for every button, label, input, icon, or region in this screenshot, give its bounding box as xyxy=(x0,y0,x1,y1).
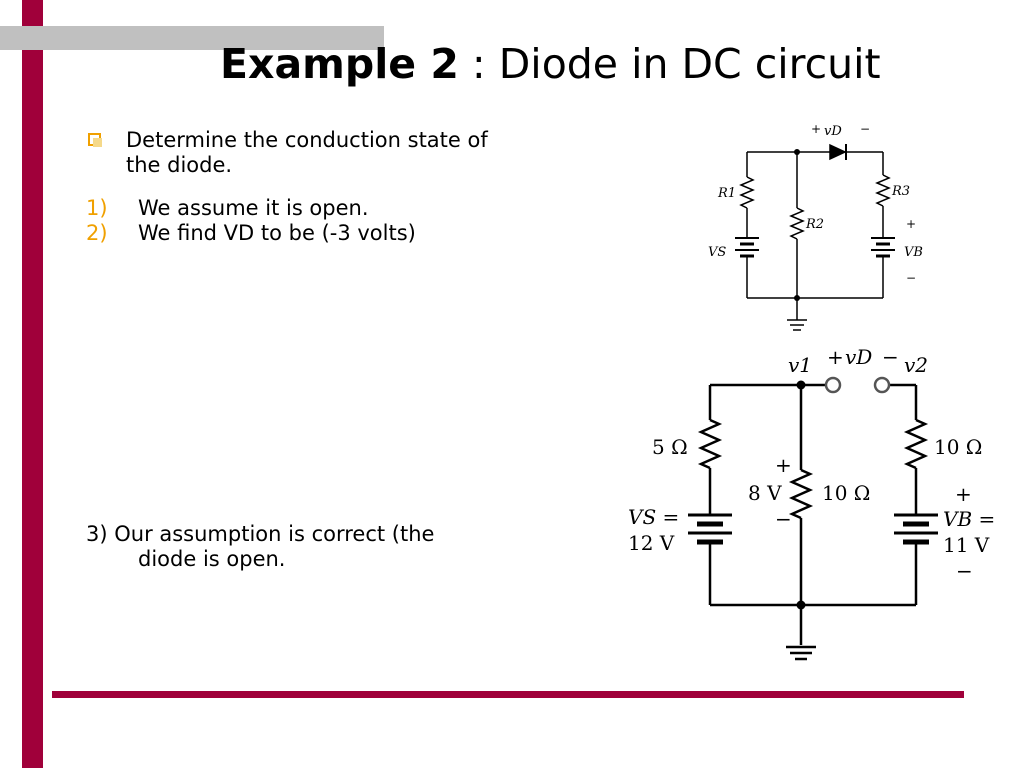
left-resistor-value: 5 Ω xyxy=(652,435,688,459)
vs-value: 12 V xyxy=(628,531,675,555)
top-vd-minus: − xyxy=(860,122,870,136)
right-resistor-value: 10 Ω xyxy=(934,435,982,459)
slide-content: Determine the conduction state of the di… xyxy=(86,128,586,246)
vb-value: 11 V xyxy=(943,533,990,557)
vb-label: VB = xyxy=(943,507,995,531)
step-number-2: 2) xyxy=(86,221,108,245)
mid-minus: − xyxy=(775,507,792,531)
step-text-1: We assume it is open. xyxy=(138,196,369,220)
step3-line-2: diode is open. xyxy=(138,547,286,571)
vb-minus: − xyxy=(956,559,973,583)
bullet-line-2: the diode. xyxy=(126,153,233,177)
top-vs-label: VS xyxy=(708,245,726,260)
mid-plus: + xyxy=(775,453,792,477)
bullet-item: Determine the conduction state of the di… xyxy=(86,128,586,178)
node-v2-label: v2 xyxy=(904,353,928,377)
vs-label: VS = xyxy=(628,505,679,529)
top-r3-label: R3 xyxy=(891,184,910,199)
bottom-vd-minus: − xyxy=(882,345,899,369)
top-gray-band xyxy=(0,26,384,50)
mid-voltage: 8 V xyxy=(748,481,782,505)
step3-line-1: 3) Our assumption is correct (the xyxy=(86,522,435,546)
vb-plus: + xyxy=(955,482,972,506)
top-vb-label: VB xyxy=(904,245,923,260)
bottom-vd-label: vD xyxy=(845,345,872,369)
step-number-1: 1) xyxy=(86,196,108,220)
top-r1-label: R1 xyxy=(717,186,736,201)
step-item-2: 2) We find VD to be (-3 volts) xyxy=(86,221,586,246)
mid-resistor-value: 10 Ω xyxy=(822,481,870,505)
step-3: 3) Our assumption is correct (the diode … xyxy=(86,522,546,572)
left-accent-bar xyxy=(22,0,43,768)
circuit-diagram-symbolic: + vD − R1 R2 R3 VS + VB − xyxy=(708,122,923,331)
title-rest: : Diode in DC circuit xyxy=(458,40,881,88)
step-text-2: We find VD to be (-3 volts) xyxy=(138,221,416,245)
title-bold: Example 2 xyxy=(220,40,459,88)
top-vb-minus: − xyxy=(906,271,916,285)
top-r2-label: R2 xyxy=(805,217,824,232)
slide-title: Example 2 : Diode in DC circuit xyxy=(220,40,980,88)
square-bullet-icon xyxy=(88,133,102,147)
top-vb-plus: + xyxy=(906,217,916,231)
node-v1-label: v1 xyxy=(788,353,812,377)
circuit-diagram-numeric: v1 + vD − v2 5 Ω + 8 V − 10 Ω 10 Ω VS = … xyxy=(628,345,995,661)
bottom-accent-rule xyxy=(52,691,964,698)
top-vd-label: vD xyxy=(824,124,842,139)
top-vd-plus: + xyxy=(811,122,821,136)
bottom-vd-plus: + xyxy=(827,345,844,369)
bullet-line-1: Determine the conduction state of xyxy=(126,128,488,152)
step-item-1: 1) We assume it is open. xyxy=(86,196,586,221)
